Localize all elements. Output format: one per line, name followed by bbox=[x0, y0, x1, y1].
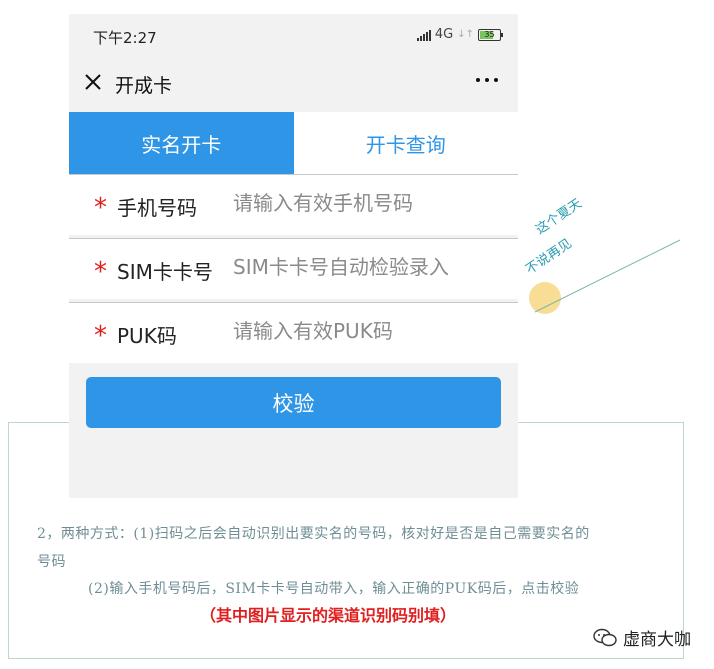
phone-screenshot: 下午2:27 4G ↓↑ 35 开成卡 实名开卡 开卡查询 * 手机号码 * S… bbox=[69, 14, 518, 498]
phone-label: 手机号码 bbox=[117, 196, 197, 220]
article-paragraph-1-cont: 号码 bbox=[37, 554, 66, 570]
form-row-puk: * PUK码 bbox=[69, 302, 518, 363]
verify-button[interactable]: 校验 bbox=[86, 377, 501, 428]
watermark-text: 虚商大咖 bbox=[623, 630, 691, 650]
battery-icon: 35 bbox=[478, 28, 503, 41]
sim-label: SIM卡卡号 bbox=[117, 260, 213, 284]
wechat-icon bbox=[593, 628, 617, 646]
phone-input[interactable] bbox=[233, 191, 503, 215]
required-mark: * bbox=[94, 321, 107, 351]
status-bar: 下午2:27 4G ↓↑ 35 bbox=[69, 14, 518, 56]
status-icons: 4G ↓↑ 35 bbox=[416, 27, 503, 42]
page-title: 开成卡 bbox=[115, 75, 173, 97]
data-arrows-icon: ↓↑ bbox=[457, 29, 474, 40]
watermark: 虚商大咖 bbox=[593, 625, 691, 650]
form-row-sim: * SIM卡卡号 bbox=[69, 238, 518, 299]
article-emphasis: （其中图片显示的渠道识别码别填） bbox=[200, 606, 457, 625]
puk-input[interactable] bbox=[233, 319, 503, 343]
more-options-icon[interactable] bbox=[476, 78, 498, 82]
network-type: 4G bbox=[434, 27, 454, 42]
article-paragraph-2: (2)输入手机号码后，SIM卡卡号自动带入，输入正确的PUK码后，点击校验 bbox=[88, 581, 580, 597]
article-paragraph-1: 2，两种方式：(1)扫码之后会自动识别出要实名的号码，核对好是否是自己需要实名的 bbox=[37, 526, 590, 542]
tab-bar: 实名开卡 开卡查询 bbox=[69, 112, 518, 174]
title-bar: 开成卡 bbox=[69, 56, 518, 112]
required-mark: * bbox=[94, 257, 107, 287]
required-mark: * bbox=[94, 193, 107, 223]
tab-activation-query[interactable]: 开卡查询 bbox=[293, 112, 518, 174]
close-icon[interactable] bbox=[81, 70, 105, 94]
sim-input[interactable] bbox=[233, 255, 503, 279]
tab-real-name-activation[interactable]: 实名开卡 bbox=[69, 112, 294, 174]
puk-label: PUK码 bbox=[117, 324, 177, 348]
signal-icon bbox=[416, 29, 431, 41]
decorative-line bbox=[529, 239, 681, 314]
form-row-phone: * 手机号码 bbox=[69, 174, 518, 235]
status-time: 下午2:27 bbox=[93, 29, 157, 47]
